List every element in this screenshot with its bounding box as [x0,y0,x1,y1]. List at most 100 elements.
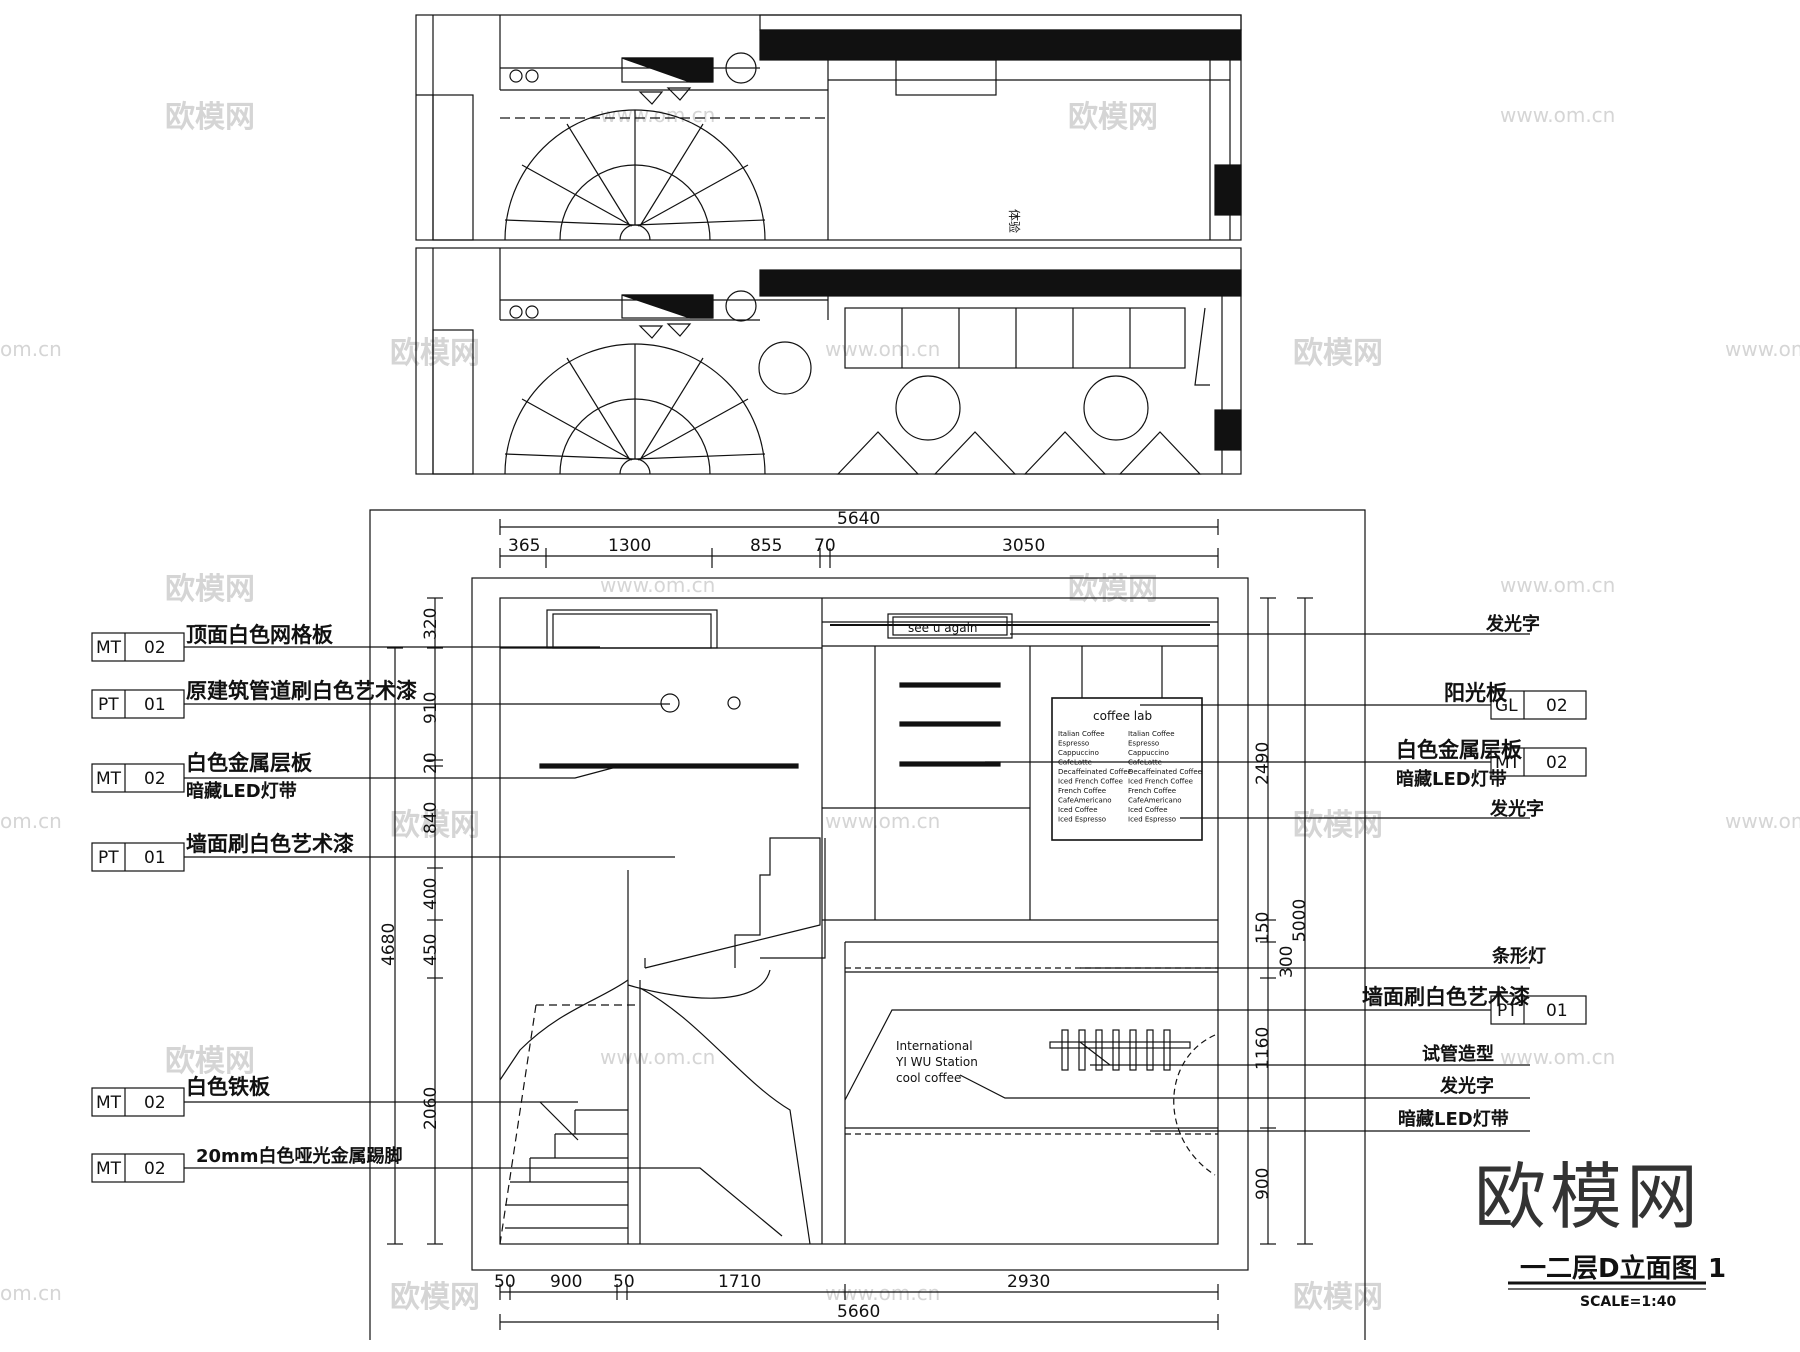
dim-left-seg: 450 [421,934,441,966]
menu-item: Iced Espresso [1128,816,1176,824]
watermark-brand: 欧模网 [390,1280,480,1315]
watermark-url: www.om.cn [1500,103,1615,127]
menu-item: CafeAmericano [1128,797,1182,805]
menu-item: Iced Espresso [1058,816,1106,824]
callout-sublabel: 暗藏LED灯带 [186,780,297,802]
menu-item: Decaffeinated Coffee [1128,768,1202,776]
dim-right-seg: 150 [1253,912,1273,944]
test-tube [1112,1029,1120,1071]
menu-item: Iced French Coffee [1128,778,1193,786]
dim-left-seg: 320 [421,608,441,640]
watermark-brand: 欧模网 [1068,572,1158,607]
menu-item: French Coffee [1058,787,1106,795]
menu-item: Iced Coffee [1128,806,1168,814]
drawing-title: 一二层D立面图 [1520,1253,1698,1284]
dimension-right: 2490 150 300 1160 900 5000 [1253,597,1313,1245]
callout-num: 02 [1546,753,1568,773]
callout-label: 墙面刷白色艺术漆 [186,832,354,856]
callout-num: 02 [144,1093,166,1113]
drawing-title-suffix: 1 [1708,1254,1726,1284]
watermark-url: www.om.cn [825,1281,940,1305]
callout-label: 顶面白色网格板 [186,623,334,647]
menu-item: Iced French Coffee [1058,778,1123,786]
watermark-url: om.cn [0,337,62,361]
callout-label: 原建筑管道刷白色艺术漆 [186,679,417,703]
title-block: 一二层D立面图 1 SCALE=1:40 [1508,1253,1726,1310]
callouts-right: 发光字 阳光板 GL 02 白色金属层板 暗藏LED灯带 MT 02 发光字 条… [959,613,1587,1132]
dim-left-seg: 910 [421,692,441,724]
callout-num: 01 [1546,1001,1568,1021]
dim-right-seg: 300 [1277,946,1297,978]
elevation-content: see u again coffee lab Italian CoffeeEsp… [499,598,1218,1245]
menu-item: Italian Coffee [1128,730,1175,738]
dim-top-seg: 365 [508,536,540,556]
callout-code: GL [1495,696,1518,716]
callout-label: 发光字 [1439,1075,1494,1097]
watermark-brand: 欧模网 [1293,1280,1383,1315]
callout-label: 发光字 [1485,613,1540,635]
watermark-brand: 欧模网 [165,572,255,607]
watermark-brand: 欧模网 [1293,336,1383,371]
menu-item: Cappuccino [1128,749,1169,757]
test-tube-array [1061,1029,1171,1071]
dim-right-total: 5000 [1290,899,1310,942]
dim-left-seg: 400 [421,878,441,910]
callout-label: 20mm白色哑光金属踢脚 [196,1145,403,1167]
dimension-top: 5640 365 1300 855 70 3050 [499,509,1219,568]
dim-bottom-seg: 1710 [718,1272,761,1292]
callout-label: 墙面刷白色艺术漆 [1362,985,1530,1009]
callout-code: MT [96,638,122,658]
room-label: 体验 [1007,209,1022,233]
dim-left-seg: 20 [421,752,441,774]
menu-title: coffee lab [1093,709,1152,723]
callout-label: 阳光板 [1444,681,1508,705]
plan-view-upper: 体验 [415,14,1242,241]
callout-label: 白色金属层板 [186,751,313,775]
dim-bottom-seg: 900 [550,1272,582,1292]
watermark-url: www.om.cn [1725,809,1800,833]
watermark-url: www.om.cn [600,1045,715,1069]
watermark-url: www.om.cn [1725,337,1800,361]
dimension-bottom: 50 900 50 1710 2930 5660 [494,1272,1219,1330]
dim-right-seg: 2490 [1253,742,1273,785]
menu-item: Iced Coffee [1058,806,1098,814]
plan-view-lower [415,247,1242,475]
menu-item: French Coffee [1128,787,1176,795]
callout-label: 白色铁板 [186,1075,271,1099]
menu-item: Espresso [1128,740,1159,748]
watermark-brand: 欧模网 [165,1044,255,1079]
callout-code: MT [96,1159,122,1179]
callout-code: MT [1495,753,1521,773]
dim-top-seg: 855 [750,536,782,556]
callout-num: 02 [144,638,166,658]
menu-item: Decaffeinated Coffee [1058,768,1132,776]
watermark-url: om.cn [0,1281,62,1305]
dim-top-seg: 70 [814,536,836,556]
callouts-left: MT 02 顶面白色网格板 PT 01 原建筑管道刷白色艺术漆 MT 02 白色… [91,623,783,1237]
dim-bottom-seg: 2930 [1007,1272,1050,1292]
dim-left-seg: 840 [421,802,441,834]
dim-top-total: 5640 [837,509,880,529]
watermark-layer: 欧模网 欧模网 欧模网 欧模网 欧模网 欧模网 欧模网 欧模网 欧模网 欧模网 … [0,100,1800,1315]
callout-num: 02 [144,1159,166,1179]
dimension-left: 320 910 20 840 400 450 2060 4680 [379,597,443,1245]
see-again-sign: see u again [908,621,978,635]
menu-items: Italian CoffeeEspressoCappuccinoCafeLatt… [1058,730,1202,824]
watermark-url: www.om.cn [825,809,940,833]
test-tube [1078,1029,1086,1071]
menu-item: Cappuccino [1058,749,1099,757]
wall-sign-line: YI WU Station [895,1055,978,1069]
callout-label: 条形灯 [1491,945,1546,967]
dim-top-seg: 3050 [1002,536,1045,556]
callout-num: 02 [144,769,166,789]
callout-label: 发光字 [1489,798,1544,820]
wall-sign-line: International [896,1039,973,1053]
test-tube [1129,1029,1137,1071]
menu-item: CafeAmericano [1058,797,1112,805]
callout-code: PT [1497,1001,1518,1021]
watermark-url: www.om.cn [600,103,715,127]
callout-label: 白色金属层板 [1396,738,1523,762]
dim-right-seg: 900 [1253,1168,1273,1200]
